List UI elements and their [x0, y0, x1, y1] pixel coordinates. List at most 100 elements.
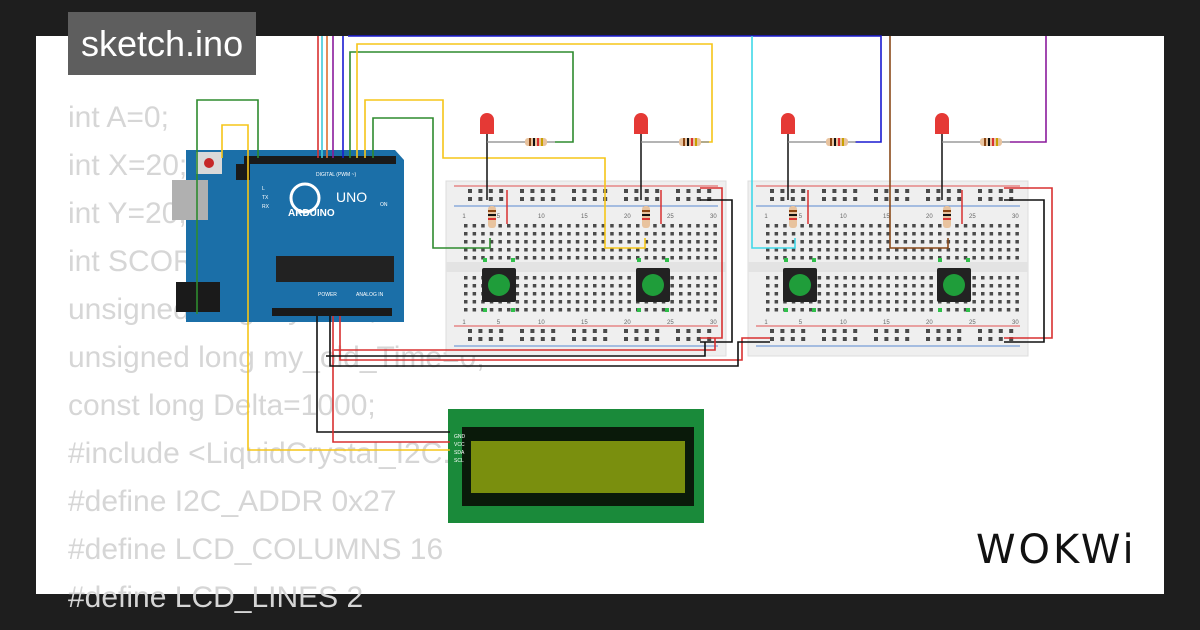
resistor-band — [541, 138, 543, 146]
breadboard-hole — [567, 224, 571, 228]
breadboard-hole — [852, 284, 856, 288]
breadboard-hole — [644, 337, 649, 341]
breadboard-column-number: 10 — [840, 320, 847, 326]
pushbutton-pin — [938, 308, 942, 312]
lcd-pin-label: SCL — [454, 458, 464, 464]
breadboard-hole — [618, 248, 623, 252]
breadboard-hole — [704, 248, 709, 252]
breadboard-hole — [929, 240, 933, 244]
breadboard-hole — [550, 276, 554, 280]
breadboard-hole — [541, 300, 545, 304]
breadboard-hole — [894, 197, 899, 201]
breadboard-hole — [852, 308, 856, 312]
breadboard-hole — [572, 189, 576, 193]
breadboard-hole — [481, 240, 485, 244]
breadboard-hole — [929, 276, 933, 280]
breadboard-hole — [624, 197, 628, 201]
breadboard-hole — [575, 284, 580, 288]
breadboard-hole — [530, 329, 535, 333]
usb-connector — [172, 180, 208, 220]
breadboard-hole — [988, 189, 993, 193]
breadboard-hole — [955, 232, 959, 236]
breadboard-column-number: 5 — [497, 214, 501, 220]
breadboard-hole — [636, 240, 640, 244]
breadboard-hole — [532, 276, 537, 280]
breadboard-hole — [869, 232, 873, 236]
breadboard-hole — [989, 248, 994, 252]
breadboard-hole — [826, 300, 830, 304]
breadboard-hole — [520, 329, 524, 333]
breadboard-hole — [601, 232, 606, 236]
breadboard-hole — [661, 232, 666, 236]
breadboard-hole — [903, 292, 908, 296]
breadboard-hole — [624, 189, 628, 193]
breadboard-hole — [679, 300, 683, 304]
breadboard-column-number: 1 — [462, 320, 466, 326]
breadboard-hole — [584, 308, 588, 312]
breadboard-hole — [704, 284, 709, 288]
breadboard-hole — [541, 248, 545, 252]
breadboard-hole — [780, 337, 785, 341]
breadboard-hole — [936, 197, 941, 201]
breadboard-hole — [912, 240, 916, 244]
breadboard-hole — [972, 292, 976, 296]
breadboard-hole — [766, 232, 770, 236]
pushbutton-pin — [966, 258, 970, 262]
digital-label: DIGITAL (PWM ~) — [316, 172, 356, 178]
breadboard-hole — [955, 308, 959, 312]
breadboard-hole — [601, 240, 606, 244]
breadboard-hole — [780, 329, 785, 333]
breadboard-hole — [826, 248, 830, 252]
breadboard-hole — [704, 308, 709, 312]
breadboard-hole — [468, 189, 472, 193]
breadboard-hole — [520, 337, 524, 341]
breadboard-hole — [499, 197, 504, 201]
breadboard-hole — [524, 248, 528, 252]
led — [935, 113, 949, 134]
breadboard-hole — [704, 240, 709, 244]
breadboard-hole — [842, 337, 847, 341]
breadboard-hole — [826, 224, 830, 228]
breadboard-hole — [903, 232, 908, 236]
breadboard-hole — [817, 300, 822, 304]
breadboard-hole — [774, 284, 779, 288]
breadboard-hole — [822, 189, 826, 193]
breadboard-hole — [696, 308, 700, 312]
breadboard-hole — [551, 197, 556, 201]
breadboard-hole — [877, 232, 882, 236]
pushbutton-cap — [488, 274, 510, 296]
code-line: const long Delta=1000; — [68, 389, 376, 422]
breadboard-hole — [575, 300, 580, 304]
wire-rail — [1004, 199, 1045, 343]
breadboard-hole — [670, 284, 674, 288]
breadboard-hole — [886, 276, 890, 280]
breadboard-hole — [817, 224, 822, 228]
breadboard-hole — [601, 276, 606, 280]
breadboard-column-number: 5 — [799, 320, 803, 326]
breadboard-column-number: 20 — [926, 320, 933, 326]
breadboard-hole — [869, 256, 873, 260]
breadboard-hole — [884, 329, 889, 333]
pushbutton-pin — [812, 258, 816, 262]
breadboard-hole — [610, 276, 614, 280]
breadboard-hole — [766, 284, 770, 288]
breadboard-hole — [478, 189, 483, 193]
breadboard-hole — [998, 300, 1002, 304]
pushbutton-pin — [483, 308, 487, 312]
breadboard-hole — [1009, 337, 1014, 341]
breadboard-hole — [895, 292, 899, 296]
breadboard-hole — [530, 197, 535, 201]
breadboard-hole — [575, 292, 580, 296]
resistor-band — [683, 138, 685, 146]
breadboard-hole — [800, 256, 804, 260]
project-title[interactable]: sketch.ino — [68, 12, 257, 75]
breadboard-hole — [610, 240, 614, 244]
breadboard-hole — [869, 248, 873, 252]
breadboard-hole — [610, 300, 614, 304]
breadboard-hole — [593, 224, 597, 228]
breadboard-hole — [713, 308, 717, 312]
led-label: L — [262, 186, 265, 192]
pushbutton-pin — [637, 308, 641, 312]
breadboard-hole — [618, 232, 623, 236]
breadboard-hole — [895, 240, 899, 244]
